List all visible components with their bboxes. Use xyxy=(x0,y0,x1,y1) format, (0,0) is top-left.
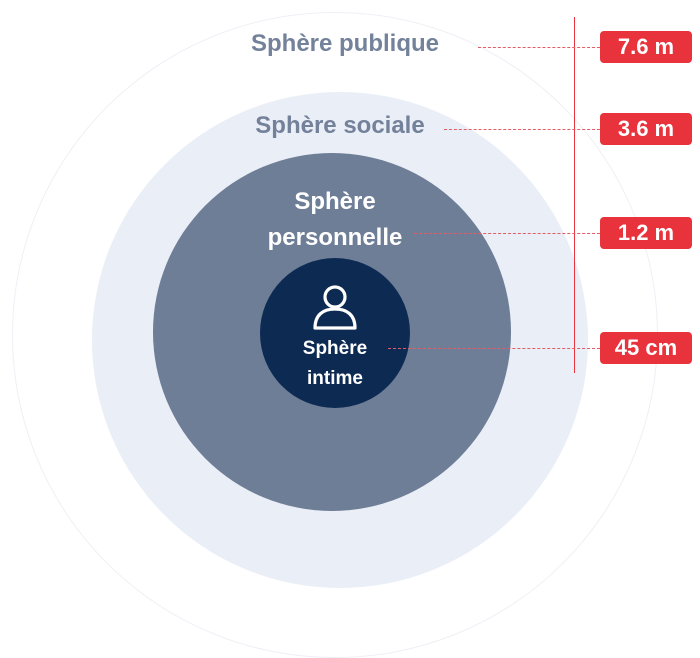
person-icon xyxy=(313,285,357,330)
intimate-sphere-circle xyxy=(260,258,410,408)
intimate-sphere-label: Sphère intime xyxy=(270,334,400,394)
social-leader-line xyxy=(444,129,600,130)
distance-axis-line xyxy=(574,17,575,373)
personal-sphere-label: Sphère personnelle xyxy=(235,184,435,256)
personal-sphere-label-line2: personnelle xyxy=(267,224,403,251)
intimate-distance-badge: 45 cm xyxy=(600,332,692,364)
public-sphere-label: Sphère publique xyxy=(250,30,439,57)
personal-distance-badge: 1.2 m xyxy=(600,217,692,249)
intimate-sphere-label-line2: intime xyxy=(307,368,363,389)
intimate-sphere-label-line1: Sphère xyxy=(302,338,368,359)
social-distance-badge: 3.6 m xyxy=(600,113,692,145)
public-leader-line xyxy=(478,47,600,48)
social-sphere-label: Sphère sociale xyxy=(255,112,425,139)
public-distance-badge: 7.6 m xyxy=(600,31,692,63)
personal-sphere-label-line1: Sphère xyxy=(294,188,376,215)
personal-leader-line xyxy=(414,233,600,234)
intimate-leader-line xyxy=(388,348,600,349)
